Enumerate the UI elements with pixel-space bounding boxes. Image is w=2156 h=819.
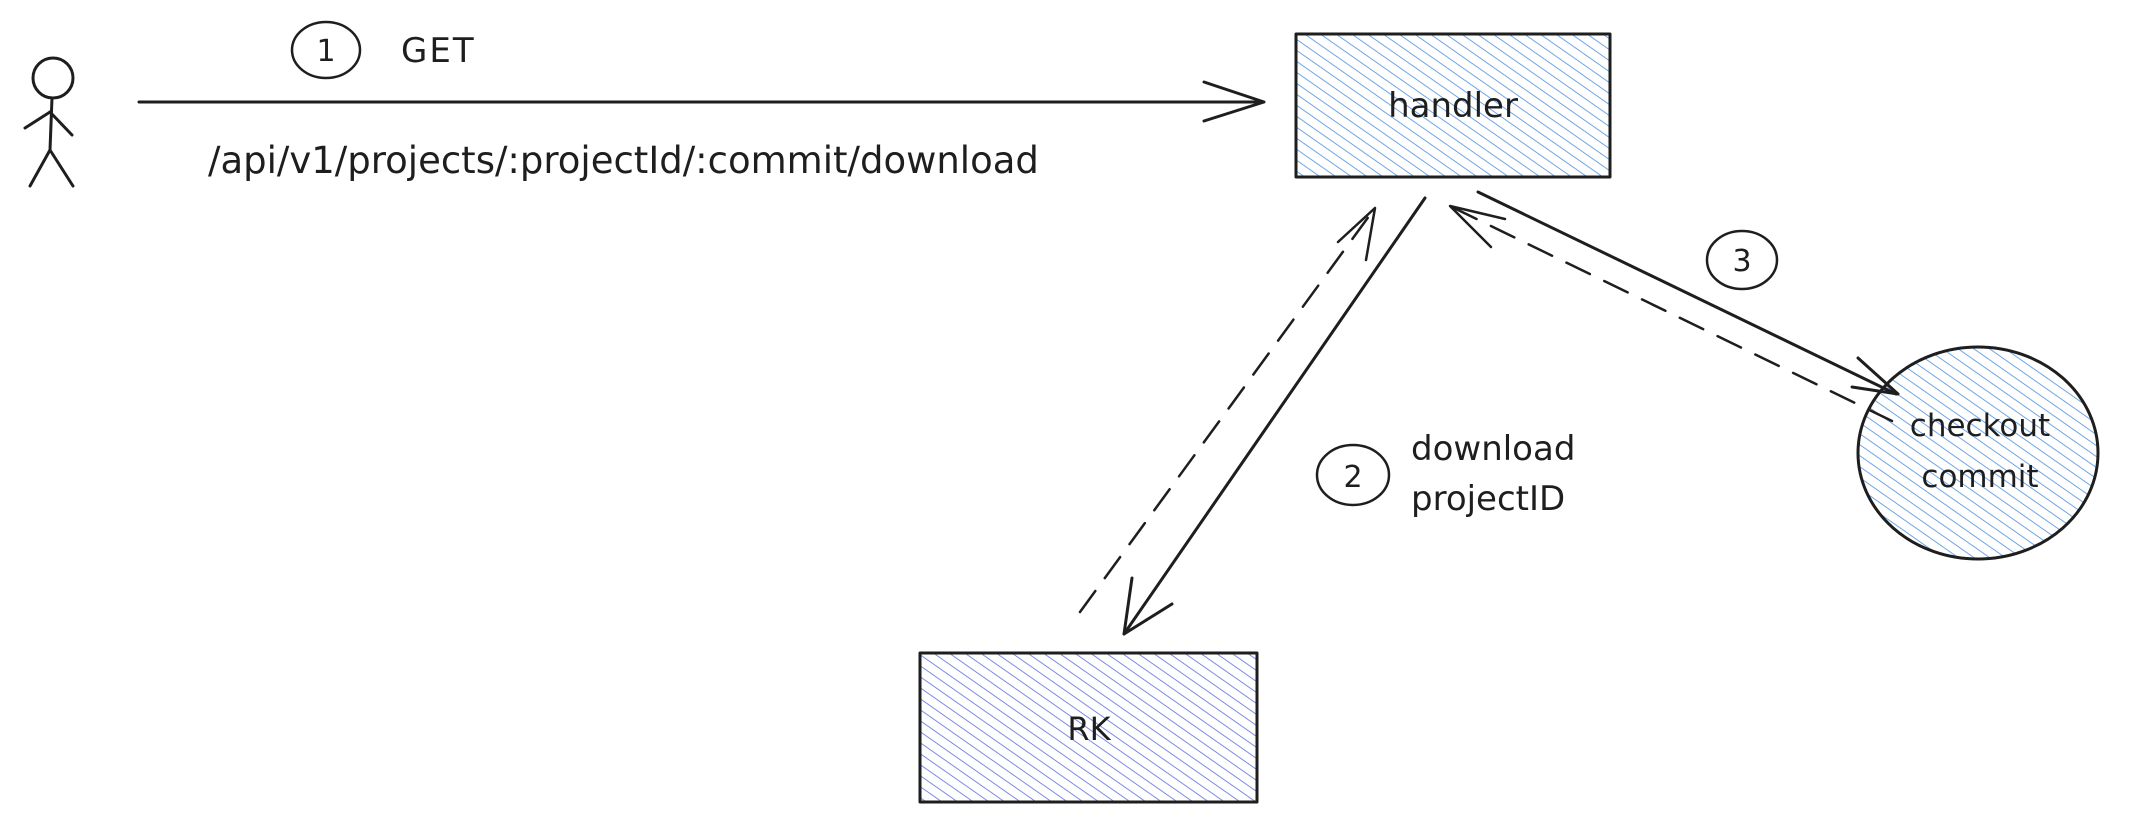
rk-label: RK: [1067, 710, 1111, 748]
step-2-label-line1: download: [1411, 429, 1575, 469]
checkout-commit-node: checkout commit: [1856, 345, 2100, 561]
rk-node: RK: [918, 651, 1259, 804]
step-1-marker: 1: [290, 20, 362, 80]
step-3-marker: 3: [1705, 229, 1779, 291]
request-arrow: [137, 80, 1266, 123]
step-1-method-label: GET: [401, 31, 476, 71]
step-3-number: 3: [1732, 244, 1751, 279]
handler-node: handler: [1294, 32, 1612, 179]
route-path-label: /api/v1/projects/:projectId/:commit/down…: [208, 139, 1039, 182]
checkout-to-handler-return-arrow: [1448, 204, 1894, 423]
checkout-label-line1: checkout: [1910, 408, 2050, 444]
handler-to-rk-arrow: [1122, 196, 1427, 636]
handler-label: handler: [1388, 86, 1518, 126]
handler-to-checkout-arrow: [1476, 190, 1900, 396]
step-2-number: 2: [1343, 460, 1362, 495]
step-1-number: 1: [316, 34, 335, 69]
step-2-marker: 2: [1315, 443, 1391, 507]
step-2-label-line2: projectID: [1411, 479, 1565, 519]
user-stick-figure-icon: [23, 56, 75, 188]
rk-to-handler-return-arrow: [1078, 206, 1377, 614]
checkout-label-line2: commit: [1921, 459, 2038, 495]
